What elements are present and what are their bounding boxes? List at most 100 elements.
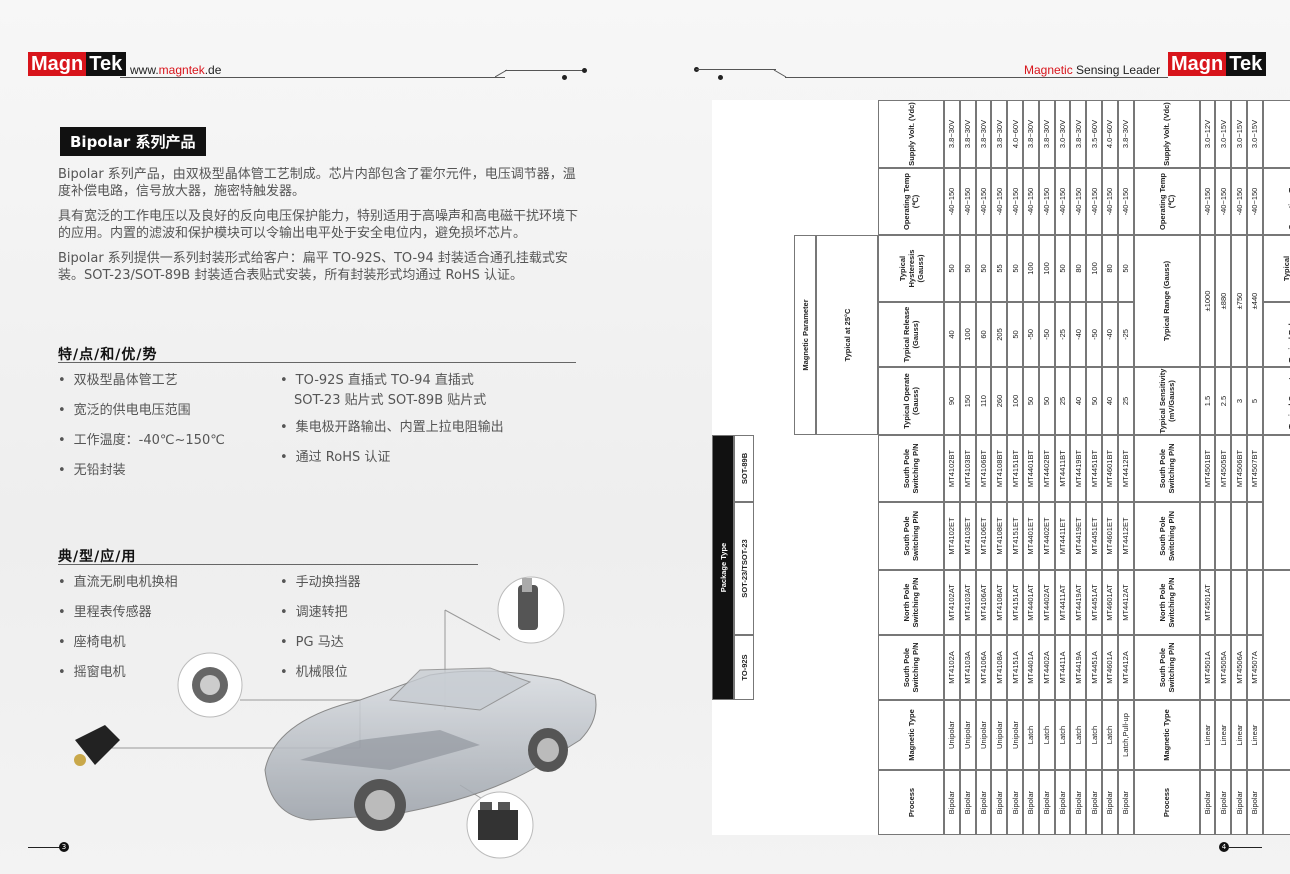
table-cell: MT4151ET — [1007, 502, 1023, 570]
table-cell: 50 — [1038, 367, 1055, 435]
table-cell: MT4108AT — [991, 570, 1008, 635]
table-cell: 4.0~60V — [1102, 100, 1118, 168]
table-cell: Latch — [1086, 700, 1102, 770]
table-cell: Unipolar — [991, 700, 1008, 770]
package-to92s: TO-92S — [734, 635, 754, 700]
table-cell: Bipolar — [1070, 770, 1087, 835]
table-cell: 80 — [1102, 235, 1118, 302]
table-cell: Bipolar — [1117, 770, 1134, 835]
table-cell: MT4402ET — [1038, 502, 1055, 570]
application-item: 调速转把 — [280, 604, 348, 621]
table-cell: Latch — [1023, 700, 1039, 770]
table-cell: 50 — [1086, 367, 1102, 435]
column-header: North Pole Switching P/N — [878, 570, 944, 635]
table-cell: 150 — [959, 367, 976, 435]
table-cell: 3.8~30V — [959, 100, 976, 168]
typical-25c-header: Typical at 25°C — [816, 235, 878, 435]
table-cell: Bipolar — [1102, 770, 1118, 835]
table-cell: 80 — [1070, 235, 1087, 302]
table-cell: 5 — [1247, 367, 1263, 435]
table-cell: MT4411AT — [1054, 570, 1071, 635]
tagline: Magnetic Sensing Leader — [1024, 63, 1160, 77]
table-cell: 100 — [1086, 235, 1102, 302]
table-cell: Bipolar — [1199, 770, 1216, 835]
table-cell: MT4412ET — [1117, 502, 1134, 570]
website-url[interactable]: www.magntek.de — [130, 63, 221, 77]
package-sot89b: SOT-89B — [734, 435, 754, 502]
table-cell: 2.5 — [1215, 367, 1232, 435]
intro-paragraph: Bipolar 系列产品，由双极型晶体管工艺制成。芯片内部包含了霍尔元件，电压调… — [58, 167, 576, 199]
column-header: South Pole Switching P/N — [1133, 635, 1200, 700]
features-rule — [58, 362, 576, 363]
table-cell: Latch — [1070, 700, 1087, 770]
table-cell: MT4601AT — [1102, 570, 1118, 635]
column-header: South Pole Switching P/N — [1133, 502, 1200, 570]
table-cell: Linear — [1215, 700, 1232, 770]
header-rule-upper — [505, 70, 585, 71]
table-cell: MT4402AT — [1038, 570, 1055, 635]
column-header: Process — [1262, 770, 1290, 835]
table-cell: -40~150 — [959, 168, 976, 235]
table-cell: MT4501AT — [1199, 570, 1216, 635]
table-cell — [1247, 502, 1263, 570]
table-cell: MT4419A — [1070, 635, 1087, 700]
table-cell: 50 — [1007, 235, 1023, 302]
table-cell: Bipolar — [1038, 770, 1055, 835]
column-header: Magnetic Type — [1262, 700, 1290, 770]
table-cell: MT4411BT — [1054, 435, 1071, 502]
application-item: 机械限位 — [280, 664, 348, 681]
table-cell: 1.5 — [1199, 367, 1216, 435]
table-cell: MT4501A — [1199, 635, 1216, 700]
table-cell: 3.8~30V — [1117, 100, 1134, 168]
feature-item: 无铅封装 — [58, 462, 126, 479]
table-cell: Latch — [1102, 700, 1118, 770]
table-cell: MT4601A — [1102, 635, 1118, 700]
column-header: Typical Release (Gauss) — [878, 302, 944, 367]
column-header: Supply Volt. (Vdc) — [1133, 100, 1200, 168]
table-cell: -40~150 — [1038, 168, 1055, 235]
table-cell: MT4506BT — [1231, 435, 1247, 502]
header-rule-upper — [696, 69, 776, 70]
table-cell: MT4419ET — [1070, 502, 1087, 570]
table-cell: Latch — [1038, 700, 1055, 770]
column-header: Operating Temp (℃) — [1262, 168, 1290, 235]
url-pre: www. — [130, 63, 159, 77]
table-cell: 3.8~30V — [1023, 100, 1039, 168]
table-cell: MT4419AT — [1070, 570, 1087, 635]
tagline-rest: Sensing Leader — [1072, 63, 1161, 77]
header-dot — [582, 68, 587, 73]
header-dot — [718, 75, 723, 80]
table-cell: -25 — [1054, 302, 1071, 367]
table-cell: MT4102A — [944, 635, 960, 700]
table-cell: -40~150 — [975, 168, 992, 235]
column-header: Magnetic Type — [878, 700, 944, 770]
column-header: South Pole Switching P/N — [878, 435, 944, 502]
table-cell: MT4103A — [959, 635, 976, 700]
table-cell: Bipolar — [1231, 770, 1247, 835]
table-cell: ±750 — [1231, 235, 1247, 367]
table-cell: MT4102BT — [944, 435, 960, 502]
table-cell: Bipolar — [959, 770, 976, 835]
table-cell: MT4451BT — [1086, 435, 1102, 502]
table-cell: Latch — [1054, 700, 1071, 770]
table-cell: Bipolar — [1023, 770, 1039, 835]
table-cell: -40~150 — [1231, 168, 1247, 235]
table-cell: Unipolar — [1007, 700, 1023, 770]
table-cell: Bipolar — [1247, 770, 1263, 835]
feature-item-cont: SOT-23 贴片式 SOT-89B 贴片式 — [294, 393, 487, 408]
page-number: 4 — [1219, 842, 1229, 852]
column-header: Supply Volt. (Vdc) — [1262, 100, 1290, 168]
table-cell: Bipolar — [1007, 770, 1023, 835]
table-cell: 50 — [1054, 235, 1071, 302]
table-cell: MT4401BT — [1023, 435, 1039, 502]
table-cell: -40~150 — [1054, 168, 1071, 235]
table-cell: MT4401ET — [1023, 502, 1039, 570]
table-cell: -40 — [1070, 302, 1087, 367]
table-cell: 50 — [959, 235, 976, 302]
applications-rule — [58, 564, 478, 565]
header-dot — [562, 75, 567, 80]
table-cell: MT4103ET — [959, 502, 976, 570]
table-cell: 100 — [1023, 235, 1039, 302]
car-illustration — [74, 576, 597, 859]
